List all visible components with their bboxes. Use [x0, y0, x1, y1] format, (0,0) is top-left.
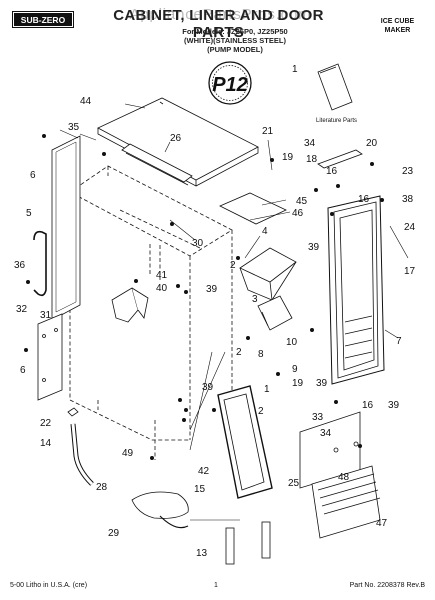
model-info: For Models: JZ25P0, JZ25P50 (WHITE)(STAI…	[140, 27, 330, 54]
screws	[24, 134, 384, 460]
callout-32: 32	[16, 304, 28, 315]
callout-6b: 6	[20, 365, 26, 376]
footer-page-number: 1	[214, 582, 218, 589]
callout-1b: 1	[264, 384, 270, 395]
callout-39d: 39	[202, 382, 214, 393]
callout-20: 20	[366, 138, 378, 149]
callout-40: 40	[156, 283, 168, 294]
kickplate	[299, 411, 381, 539]
callout-labels: 1 Literature Parts 44 35 26 21 34 20 19 …	[14, 64, 416, 559]
callout-34a: 34	[304, 138, 316, 149]
callout-29: 29	[108, 528, 120, 539]
model-type: (PUMP MODEL)	[207, 45, 263, 54]
callout-21: 21	[262, 126, 274, 137]
callout-41: 41	[156, 270, 168, 281]
left-handle	[33, 230, 47, 297]
leader-lines	[59, 103, 409, 521]
callout-49: 49	[122, 448, 134, 459]
callout-2b: 2	[236, 347, 242, 358]
sub-zero-logo: SUB-ZERO	[12, 11, 74, 28]
trim-strip-right	[261, 521, 271, 559]
model-numbers: For Models: JZ25P0, JZ25P50	[182, 27, 288, 36]
callout-16a: 16	[326, 166, 338, 177]
product-category: ICE CUBE MAKER	[370, 17, 425, 35]
callout-18: 18	[306, 154, 318, 165]
callout-10: 10	[286, 337, 298, 348]
callout-15: 15	[194, 484, 206, 495]
callout-25: 25	[288, 478, 300, 489]
ice-scoop	[131, 491, 189, 529]
watermark: AppliancePartsPros.com	[129, 6, 312, 23]
callout-4: 4	[262, 226, 268, 237]
callout-42: 42	[198, 466, 210, 477]
outer-door	[327, 195, 385, 385]
callout-35: 35	[68, 122, 80, 133]
literature-label: Literature Parts	[316, 118, 357, 124]
footer-print-info: 5-00 Litho in U.S.A. (cre)	[10, 582, 88, 589]
callout-14: 14	[40, 438, 52, 449]
bracket-left	[111, 287, 139, 323]
callout-23: 23	[402, 166, 414, 177]
callout-24: 24	[404, 222, 416, 233]
callout-16c: 16	[362, 400, 374, 411]
callout-28: 28	[96, 482, 108, 493]
callout-38: 38	[402, 194, 414, 205]
callout-36: 36	[14, 260, 26, 271]
callout-39a: 39	[308, 242, 320, 253]
callout-39c: 39	[316, 378, 328, 389]
trim-strip-left	[225, 527, 235, 565]
callout-47: 47	[376, 518, 388, 529]
callout-17: 17	[404, 266, 416, 277]
callout-46: 46	[292, 208, 304, 219]
light-housing	[257, 295, 293, 331]
hose-clamp	[67, 407, 79, 417]
callout-6a: 6	[30, 170, 36, 181]
cabinet-outline	[69, 165, 233, 460]
badge-text: P12	[212, 74, 248, 96]
callout-13: 13	[196, 548, 208, 559]
ice-chute	[239, 247, 297, 301]
callout-39e: 39	[388, 400, 400, 411]
p12-badge: P12	[208, 61, 252, 105]
drain-hose	[70, 423, 94, 486]
callout-31: 31	[40, 310, 52, 321]
callout-19a: 19	[282, 152, 294, 163]
callout-8: 8	[258, 349, 264, 360]
callout-9: 9	[292, 364, 298, 375]
category-line1: ICE CUBE	[380, 18, 415, 25]
callout-1: 1	[292, 64, 298, 75]
callout-48: 48	[338, 472, 350, 483]
callout-34b: 34	[320, 428, 332, 439]
door-gasket	[217, 385, 273, 499]
callout-3: 3	[252, 294, 258, 305]
callout-2c: 2	[258, 406, 264, 417]
left-side-panel	[51, 135, 81, 321]
callout-19b: 19	[292, 378, 304, 389]
callout-26: 26	[170, 133, 182, 144]
top-hinge	[317, 149, 363, 169]
lower-left-panel	[37, 313, 63, 401]
top-rail	[121, 143, 193, 186]
literature-booklet	[317, 63, 353, 111]
callout-5: 5	[26, 208, 32, 219]
callout-2a: 2	[230, 260, 236, 271]
brand-text: SUB-ZERO	[21, 15, 66, 25]
callout-39b: 39	[206, 284, 218, 295]
callout-22: 22	[40, 418, 52, 429]
callout-30: 30	[192, 238, 204, 249]
page-title: CABINET, LINER AND DOOR PARTS	[113, 7, 324, 41]
model-finish: (WHITE)(STAINLESS STEEL)	[184, 36, 286, 45]
callout-44: 44	[80, 96, 92, 107]
category-line2: MAKER	[384, 27, 411, 34]
callout-16b: 16	[358, 194, 370, 205]
footer-part-number: Part No. 2208378 Rev.B	[349, 582, 425, 589]
callout-45: 45	[296, 196, 308, 207]
callout-33: 33	[312, 412, 324, 423]
callout-7: 7	[396, 336, 402, 347]
